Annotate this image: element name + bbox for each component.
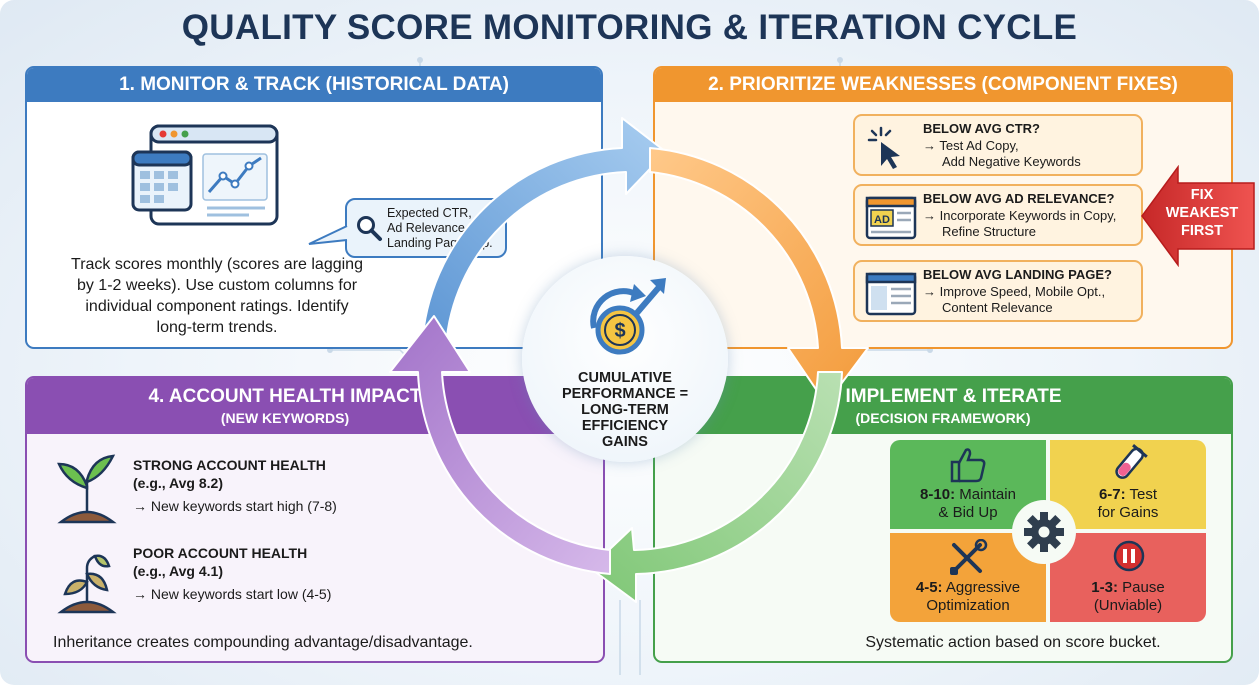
wilted-plant-icon xyxy=(57,554,117,614)
ctr-item: BELOW AVG CTR? → Test Ad Copy, Add Negat… xyxy=(853,114,1143,176)
prioritize-header: 2. PRIORITIZE WEAKNESSES (COMPONENT FIXE… xyxy=(655,68,1231,102)
bucket-8-10: 8-10: Maintain & Bid Up xyxy=(890,440,1046,529)
bucket-line2: for Gains xyxy=(1097,504,1159,521)
health-subtitle: (NEW KEYWORDS) xyxy=(220,410,350,426)
bucket-range: 4-5: xyxy=(915,579,943,596)
svg-text:$: $ xyxy=(614,320,625,342)
center-hub: $ CUMULATIVE PERFORMANCE = LONG-TERM EFF… xyxy=(522,256,728,462)
search-icon xyxy=(357,216,382,241)
pause-icon xyxy=(1113,540,1145,572)
health-title: 4. ACCOUNT HEALTH IMPACT xyxy=(148,386,422,407)
ctr-title: BELOW AVG CTR? xyxy=(923,121,1040,136)
fix-line: → Improve Speed, Mobile Opt., xyxy=(923,284,1106,299)
webpage-icon xyxy=(865,272,917,316)
implement-footer: Systematic action based on score bucket. xyxy=(865,634,1161,651)
bucket-action: Pause xyxy=(1122,579,1165,596)
bubble-line: Ad Relevance, xyxy=(387,221,469,235)
ad-icon: AD xyxy=(865,196,917,240)
ad-relevance-title: BELOW AVG AD RELEVANCE? xyxy=(923,191,1115,206)
fix-line: Content Relevance xyxy=(942,300,1053,315)
poor-health-body: → New keywords start low (4-5) xyxy=(133,586,332,602)
gear-icon xyxy=(1024,512,1064,552)
healthy-plant-icon xyxy=(57,454,117,524)
implement-subtitle: (DECISION FRAMEWORK) xyxy=(855,410,1031,426)
arrow-implement-to-health xyxy=(589,371,843,603)
fix-line: Add Negative Keywords xyxy=(942,154,1081,169)
bucket-text: 4-5: Aggressive Optimization xyxy=(890,579,1046,615)
bucket-range: 1-3: xyxy=(1091,579,1118,596)
landing-page-item: BELOW AVG LANDING PAGE? → Improve Speed,… xyxy=(853,260,1143,322)
bucket-6-7: 6-7: Test for Gains xyxy=(1050,440,1206,529)
bubble-line: Expected CTR, xyxy=(387,206,472,220)
arrow-monitor-to-prioritize xyxy=(421,117,667,347)
poor-health-avg: (e.g., Avg 4.1) xyxy=(133,563,223,579)
cursor-click-icon xyxy=(867,126,900,169)
ad-icon-label: AD xyxy=(874,214,890,226)
landing-page-fix: → Improve Speed, Mobile Opt., Content Re… xyxy=(923,284,1105,316)
dollar-growth-icon: $ xyxy=(590,278,666,355)
fix-weakest-label: FIX WEAKEST FIRST xyxy=(1165,187,1239,239)
strong-health-avg: (e.g., Avg 8.2) xyxy=(133,475,223,491)
center-text: CUMULATIVE PERFORMANCE = LONG-TERM EFFIC… xyxy=(561,370,689,450)
monitor-description: Track scores monthly (scores are lagging… xyxy=(71,256,363,336)
bucket-text: 8-10: Maintain & Bid Up xyxy=(890,486,1046,522)
decision-grid: 8-10: Maintain & Bid Up 6-7: Test for Ga… xyxy=(890,440,1206,622)
implement-header: 3. IMPLEMENT & ITERATE (DECISION FRAMEWO… xyxy=(655,378,1231,434)
strong-health-body: → New keywords start high (7-8) xyxy=(133,498,337,514)
bucket-4-5: 4-5: Aggressive Optimization xyxy=(890,533,1046,622)
bucket-action: Aggressive xyxy=(945,579,1021,596)
poor-health-title: POOR ACCOUNT HEALTH xyxy=(133,545,308,561)
thumbs-up-icon xyxy=(950,448,986,483)
health-header: 4. ACCOUNT HEALTH IMPACT (NEW KEYWORDS) xyxy=(27,378,603,434)
fix-line: → Incorporate Keywords in Copy, xyxy=(923,208,1117,223)
bucket-range: 8-10: xyxy=(920,486,956,503)
implement-title: 3. IMPLEMENT & ITERATE xyxy=(824,386,1062,407)
calendar-dashboard-icon xyxy=(131,124,279,226)
gear-hub xyxy=(1012,500,1076,564)
arrow-health-to-monitor xyxy=(389,315,611,575)
ad-relevance-item: AD BELOW AVG AD RELEVANCE? → Incorporate… xyxy=(853,184,1143,246)
arrow-prioritize-to-implement xyxy=(649,147,869,405)
bucket-action: Test xyxy=(1129,486,1158,503)
bubble-tail xyxy=(308,225,348,245)
bucket-1-3: 1-3: Pause (Unviable) xyxy=(1050,533,1206,622)
fix-weakest-arrow xyxy=(1141,165,1255,267)
ad-relevance-fix: → Incorporate Keywords in Copy, Refine S… xyxy=(923,208,1116,240)
bucket-text: 6-7: Test for Gains xyxy=(1050,486,1206,522)
page-title: QUALITY SCORE MONITORING & ITERATION CYC… xyxy=(181,8,1078,47)
bucket-text: 1-3: Pause (Unviable) xyxy=(1050,579,1206,615)
monitor-panel: 1. MONITOR & TRACK (HISTORICAL DATA) xyxy=(25,66,603,349)
fix-line: → Test Ad Copy, xyxy=(923,138,1019,153)
monitor-header: 1. MONITOR & TRACK (HISTORICAL DATA) xyxy=(27,68,601,102)
landing-page-title: BELOW AVG LANDING PAGE? xyxy=(923,267,1112,282)
bucket-action: Maintain xyxy=(959,486,1016,503)
bucket-line2: & Bid Up xyxy=(938,504,998,521)
tools-icon xyxy=(950,539,988,575)
bucket-line2: Optimization xyxy=(926,597,1010,614)
health-footer: Inheritance creates compounding advantag… xyxy=(53,634,473,651)
strong-health-title: STRONG ACCOUNT HEALTH xyxy=(133,457,326,473)
bucket-range: 6-7: xyxy=(1098,486,1126,503)
ctr-fix: → Test Ad Copy, Add Negative Keywords xyxy=(923,138,1081,170)
fix-line: Refine Structure xyxy=(942,224,1036,239)
test-tube-icon xyxy=(1115,444,1148,479)
bucket-line2: (Unviable) xyxy=(1093,597,1163,614)
